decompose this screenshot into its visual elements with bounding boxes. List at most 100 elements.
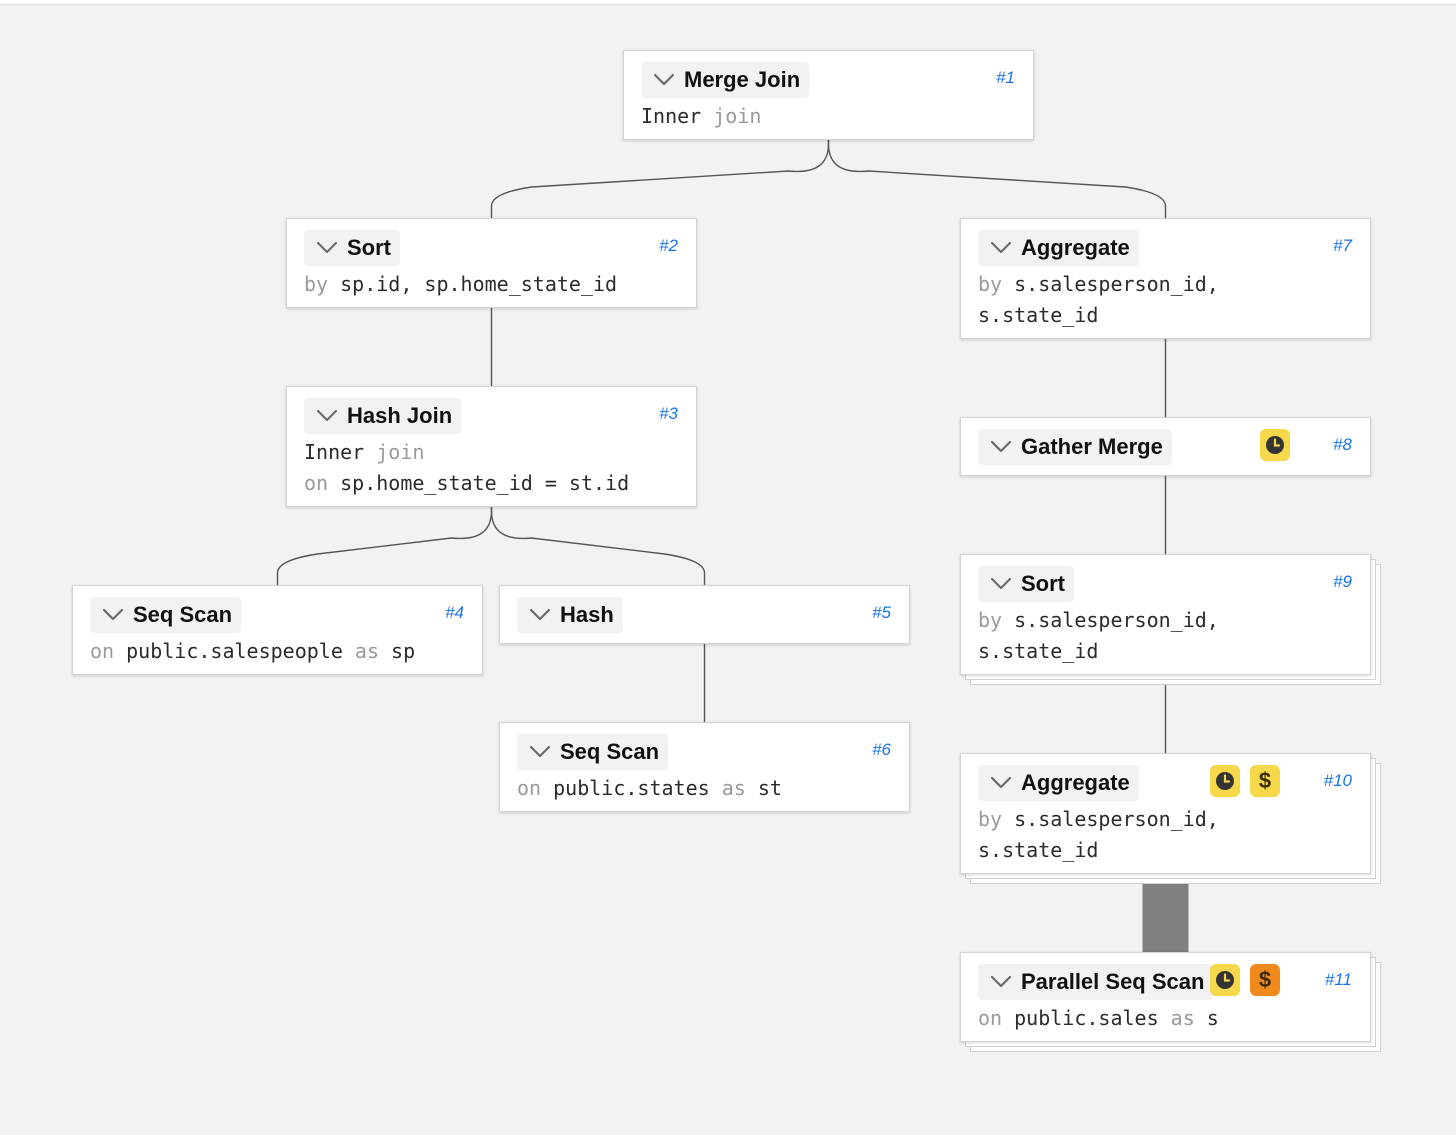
node-title: Seq Scan [560, 739, 660, 764]
chevron-down-icon [990, 975, 1012, 988]
detail-text: s.salesperson_id, [1014, 608, 1219, 632]
dollar-icon: $ [1258, 967, 1272, 992]
node-id-link[interactable]: #1 [996, 68, 1015, 87]
detail-text: public.salespeople [126, 639, 355, 663]
node-collapse-toggle[interactable]: Hash Join [304, 398, 462, 434]
keyword-text: join [376, 440, 425, 464]
node-id-link[interactable]: #2 [659, 236, 678, 255]
node-collapse-toggle[interactable]: Hash [517, 597, 623, 633]
clock-icon [1265, 435, 1285, 455]
node-title: Hash [560, 602, 614, 627]
keyword-text: as [721, 776, 758, 800]
node-collapse-toggle[interactable]: Gather Merge [978, 429, 1172, 465]
node-detail-line: on public.states as st [517, 776, 782, 800]
node-id-link[interactable]: #5 [872, 603, 891, 622]
detail-text: s.state_id [978, 838, 1099, 862]
edge-1-7 [827, 140, 1167, 218]
keyword-text: as [354, 639, 392, 663]
plan-node-6-seq-scan[interactable]: Seq Scan #6 on public.states as st [499, 722, 910, 812]
node-title: Seq Scan [133, 602, 233, 627]
keyword-text: as [1170, 1006, 1207, 1030]
detail-text: sp.home_state_id = st.id [340, 471, 630, 495]
node-id-link[interactable]: #11 [1324, 970, 1352, 989]
node-detail-line: on sp.home_state_id = st.id [304, 471, 629, 495]
node-title: Parallel Seq Scan [1021, 969, 1205, 994]
chevron-down-icon [529, 608, 551, 621]
chevron-down-icon [316, 241, 338, 254]
keyword-text: by [978, 608, 1015, 632]
node-detail-line: by s.salesperson_id, [978, 807, 1219, 831]
detail-text: s [1206, 1006, 1219, 1030]
dollar-icon-badge[interactable]: $ [1250, 765, 1280, 797]
node-collapse-toggle[interactable]: Seq Scan [517, 734, 669, 770]
node-detail-line: s.state_id [978, 838, 1098, 862]
plan-node-5-hash[interactable]: Hash #5 [499, 585, 910, 644]
node-id-link[interactable]: #6 [872, 740, 891, 759]
clock-icon [1215, 970, 1235, 990]
node-id-link[interactable]: #3 [659, 404, 678, 423]
node-collapse-toggle[interactable]: Aggregate [978, 230, 1139, 266]
edge-1-2 [490, 140, 830, 218]
node-collapse-toggle[interactable]: Sort [304, 230, 400, 266]
detail-text: s.salesperson_id, [1014, 272, 1219, 296]
edge-3-5 [490, 507, 706, 585]
chevron-down-icon [316, 409, 338, 422]
node-collapse-toggle[interactable]: Merge Join [641, 62, 810, 98]
detail-text: Inner [641, 104, 714, 128]
dollar-icon-badge[interactable]: $ [1250, 964, 1280, 996]
clock-icon-badge[interactable] [1210, 964, 1240, 996]
plan-node-8-gather-merge[interactable]: Gather Merge #8 [960, 417, 1371, 476]
keyword-text: on [90, 639, 127, 663]
node-title: Sort [347, 235, 391, 260]
plan-node-7-aggregate[interactable]: Aggregate #7 by s.salesperson_id, s.state_i… [960, 218, 1371, 339]
node-collapse-toggle[interactable]: Sort [978, 566, 1074, 602]
node-detail-line: s.state_id [978, 639, 1098, 663]
keyword-text: on [978, 1006, 1015, 1030]
node-collapse-toggle[interactable]: Seq Scan [90, 597, 242, 633]
node-id-link[interactable]: #7 [1333, 236, 1352, 255]
node-collapse-toggle[interactable]: Aggregate [978, 765, 1139, 801]
clock-icon-badge[interactable] [1260, 429, 1290, 461]
keyword-text: by [978, 272, 1015, 296]
node-title: Hash Join [347, 403, 453, 428]
chevron-down-icon [990, 241, 1012, 254]
detail-text: sp.id, sp.home_state_id [340, 272, 618, 296]
chevron-down-icon [990, 577, 1012, 590]
detail-text: s.state_id [978, 639, 1099, 663]
chevron-down-icon [653, 73, 675, 86]
node-id-link[interactable]: #9 [1333, 572, 1352, 591]
detail-text: Inner [304, 440, 377, 464]
node-detail-line: by sp.id, sp.home_state_id [304, 272, 617, 296]
plan-node-4-seq-scan[interactable]: Seq Scan #4 on public.salespeople as sp [72, 585, 483, 675]
plan-node-10-aggregate[interactable]: Aggregate #10 $ by s.salesperson_id, s.state… [960, 753, 1371, 874]
node-detail-line: Inner join [641, 104, 761, 128]
node-detail-line: s.state_id [978, 303, 1098, 327]
node-detail-line: on public.salespeople as sp [90, 639, 415, 663]
detail-text: public.states [553, 776, 722, 800]
clock-icon [1215, 771, 1235, 791]
node-id-link[interactable]: #4 [445, 603, 464, 622]
node-collapse-toggle[interactable]: Parallel Seq Scan [978, 964, 1214, 1000]
edge-10-11 [1142, 882, 1189, 952]
plan-node-9-sort[interactable]: Sort #9 by s.salesperson_id, s.state_id [960, 554, 1371, 675]
node-detail-line: by s.salesperson_id, [978, 272, 1219, 296]
chevron-down-icon [102, 608, 124, 621]
plan-node-2-sort[interactable]: Sort #2 by sp.id, sp.home_state_id [286, 218, 697, 308]
dollar-icon: $ [1258, 768, 1272, 793]
keyword-text: on [517, 776, 554, 800]
chevron-down-icon [529, 745, 551, 758]
node-title: Merge Join [684, 67, 801, 92]
keyword-text: by [978, 807, 1015, 831]
detail-text: sp [391, 639, 416, 663]
detail-text: public.sales [1014, 1006, 1171, 1030]
plan-node-11-parallel-seq-scan[interactable]: Parallel Seq Scan#11$on public.sales as … [960, 952, 1371, 1042]
keyword-text: join [713, 104, 762, 128]
detail-text: st [757, 776, 782, 800]
clock-icon-badge[interactable] [1210, 765, 1240, 797]
node-id-link[interactable]: #8 [1333, 435, 1352, 454]
detail-text: s.state_id [978, 303, 1099, 327]
node-id-link[interactable]: #10 [1323, 771, 1352, 790]
